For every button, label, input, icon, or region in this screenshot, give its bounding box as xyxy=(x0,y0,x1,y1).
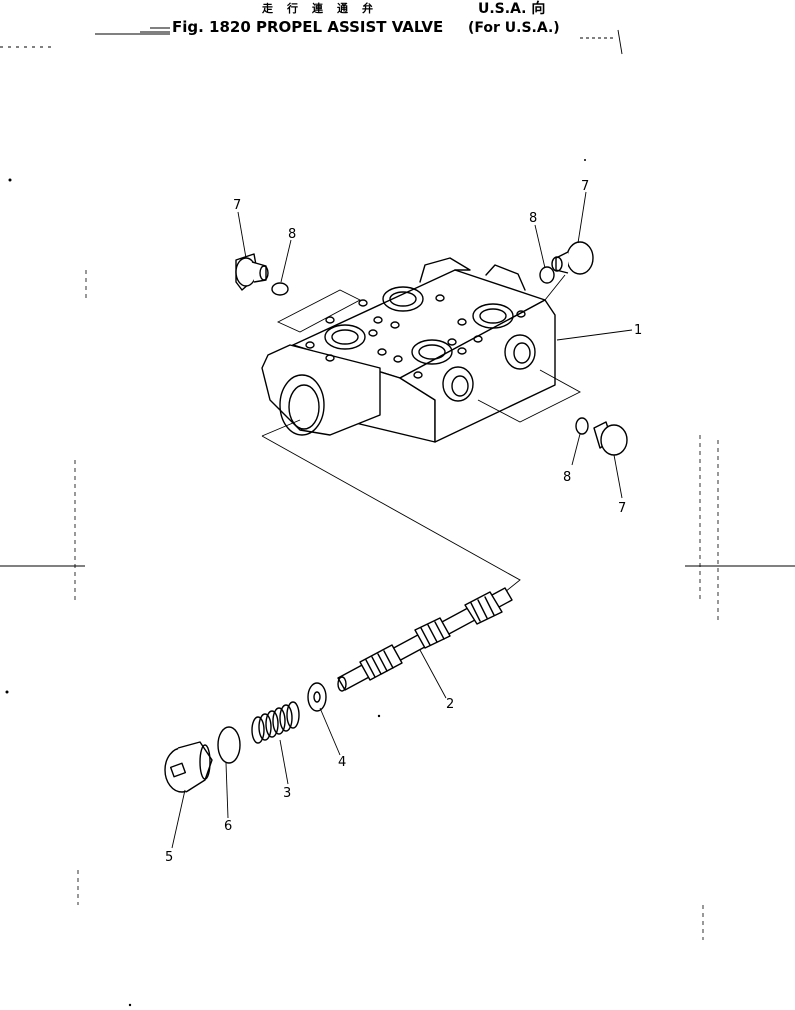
valve-body xyxy=(261,257,556,443)
plug-7-lower-right xyxy=(593,421,628,456)
callout-3: 3 xyxy=(283,786,291,801)
registration-marks xyxy=(0,270,795,940)
callout-7-top-right: 7 xyxy=(581,179,589,194)
o-ring-8-lower-right xyxy=(575,417,589,435)
japanese-region-label: U.S.A. 向 xyxy=(478,0,545,17)
plug-7-top-left xyxy=(235,253,269,291)
spring-3 xyxy=(251,701,300,744)
callout-2: 2 xyxy=(446,697,454,712)
callout-1: 1 xyxy=(634,323,642,338)
callout-7-top-left: 7 xyxy=(233,198,241,213)
plug-7-top-right xyxy=(551,241,594,275)
callout-8-lower-right: 8 xyxy=(563,470,571,485)
assembly-lines xyxy=(261,274,581,593)
callout-4: 4 xyxy=(338,755,346,770)
callout-8-top-right: 8 xyxy=(529,211,537,226)
o-ring-8-top-right xyxy=(539,266,555,284)
callout-6: 6 xyxy=(224,819,232,834)
callout-5: 5 xyxy=(165,850,173,865)
o-ring-8-top-left xyxy=(271,282,289,296)
japanese-title: 走行連通弁 xyxy=(261,1,387,15)
leader-lines xyxy=(171,191,633,849)
callout-7-lower-right: 7 xyxy=(618,501,626,516)
o-ring-6 xyxy=(217,726,241,764)
scan-specks xyxy=(5,159,586,1007)
washer-4 xyxy=(307,682,327,712)
callouts: 1 2 3 4 5 6 7 8 8 7 8 7 xyxy=(165,179,642,865)
region-label: (For U.S.A.) xyxy=(468,20,560,36)
callout-8-top-left: 8 xyxy=(288,227,296,242)
figure-title: Fig. 1820 PROPEL ASSIST VALVE xyxy=(172,18,443,36)
spool-2 xyxy=(337,587,513,692)
plug-5 xyxy=(164,741,213,793)
header: 走行連通弁 U.S.A. 向 Fig. 1820 PROPEL ASSIST V… xyxy=(0,0,623,55)
